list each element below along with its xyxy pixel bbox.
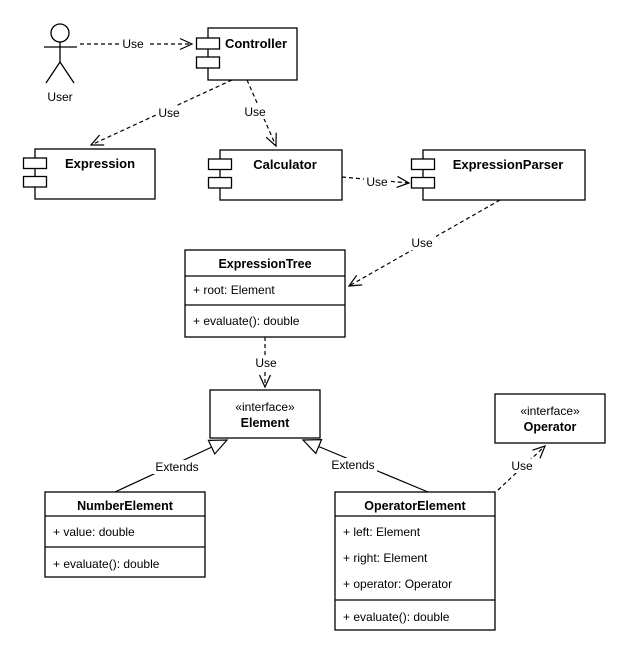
edge-label: Use bbox=[122, 37, 144, 51]
component-label: Controller bbox=[225, 36, 287, 51]
edge-tree-element[interactable]: Use bbox=[252, 337, 279, 389]
component-calculator[interactable]: Calculator bbox=[207, 149, 343, 201]
edge-controller-calculator[interactable]: Use bbox=[242, 79, 277, 148]
edge-calculator-parser[interactable]: Use bbox=[341, 175, 411, 189]
class-method: + evaluate(): double bbox=[193, 314, 300, 328]
edge-label-bg bbox=[409, 236, 436, 250]
edge-controller-expression[interactable]: Use bbox=[89, 79, 233, 146]
component-tab-icon bbox=[410, 158, 436, 171]
edge-label: Use bbox=[158, 106, 180, 120]
class-attribute: + root: Element bbox=[193, 283, 275, 297]
class-method: + evaluate(): double bbox=[343, 610, 450, 624]
component-label: Expression bbox=[65, 156, 135, 171]
class-attribute: + left: Element bbox=[343, 525, 421, 539]
class-attribute: + operator: Operator bbox=[343, 577, 452, 591]
component-label: ExpressionParser bbox=[453, 157, 564, 172]
edge-label-bg bbox=[252, 356, 279, 370]
component-tab-icon bbox=[22, 157, 48, 170]
edge-label-bg bbox=[153, 460, 201, 474]
class-name: ExpressionTree bbox=[218, 257, 311, 271]
component-label: Calculator bbox=[253, 157, 317, 172]
component-controller[interactable]: Controller bbox=[195, 27, 298, 81]
actor-user[interactable]: User bbox=[44, 23, 77, 104]
edge-label: Use bbox=[255, 356, 277, 370]
interface-element[interactable]: «interface» Element bbox=[209, 389, 321, 439]
class-name: OperatorElement bbox=[364, 499, 466, 513]
edge-label-bg bbox=[156, 106, 183, 120]
class-method: + evaluate(): double bbox=[53, 557, 160, 571]
component-expression-parser[interactable]: ExpressionParser bbox=[410, 149, 586, 201]
edge-operatorelement-operator[interactable]: Use bbox=[497, 445, 547, 491]
interface-operator[interactable]: «interface» Operator bbox=[494, 393, 606, 444]
edge-label-bg bbox=[364, 175, 391, 189]
interface-stereotype: «interface» bbox=[235, 400, 295, 414]
interface-stereotype: «interface» bbox=[520, 404, 580, 418]
edge-label-bg bbox=[329, 458, 377, 472]
class-number-element[interactable]: NumberElement + value: double + evaluate… bbox=[44, 491, 206, 578]
class-expression-tree[interactable]: ExpressionTree + root: Element + evaluat… bbox=[184, 249, 346, 338]
edge-label: Use bbox=[244, 105, 266, 119]
edge-label: Extends bbox=[331, 458, 374, 472]
edge-label-bg bbox=[242, 105, 269, 119]
edge-label-bg bbox=[120, 37, 147, 51]
class-name: NumberElement bbox=[77, 499, 174, 513]
edge-numberelement-element[interactable]: Extends bbox=[114, 439, 229, 493]
edge-label-bg bbox=[509, 459, 536, 473]
component-tab-icon bbox=[195, 56, 221, 69]
actor-head bbox=[50, 23, 70, 43]
class-attribute: + right: Element bbox=[343, 551, 428, 565]
component-tab-icon bbox=[195, 37, 221, 50]
actor-label: User bbox=[47, 90, 72, 104]
interface-name: Operator bbox=[524, 420, 577, 434]
edge-label: Use bbox=[366, 175, 388, 189]
actor-legs bbox=[45, 61, 75, 84]
component-tab-icon bbox=[410, 176, 436, 189]
component-expression[interactable]: Expression bbox=[22, 148, 156, 200]
edge-user-controller[interactable]: Use bbox=[80, 37, 194, 51]
class-operator-element[interactable]: OperatorElement + left: Element + right:… bbox=[334, 491, 496, 631]
edge-label: Use bbox=[411, 236, 433, 250]
edge-label: Extends bbox=[155, 460, 198, 474]
interface-name: Element bbox=[241, 416, 290, 430]
edge-operatorelement-element[interactable]: Extends bbox=[301, 438, 429, 493]
class-attribute: + value: double bbox=[53, 525, 135, 539]
edge-parser-tree[interactable]: Use bbox=[347, 199, 501, 287]
edge-label: Use bbox=[511, 459, 533, 473]
component-tab-icon bbox=[207, 176, 233, 189]
component-tab-icon bbox=[207, 158, 233, 171]
component-tab-icon bbox=[22, 175, 48, 188]
